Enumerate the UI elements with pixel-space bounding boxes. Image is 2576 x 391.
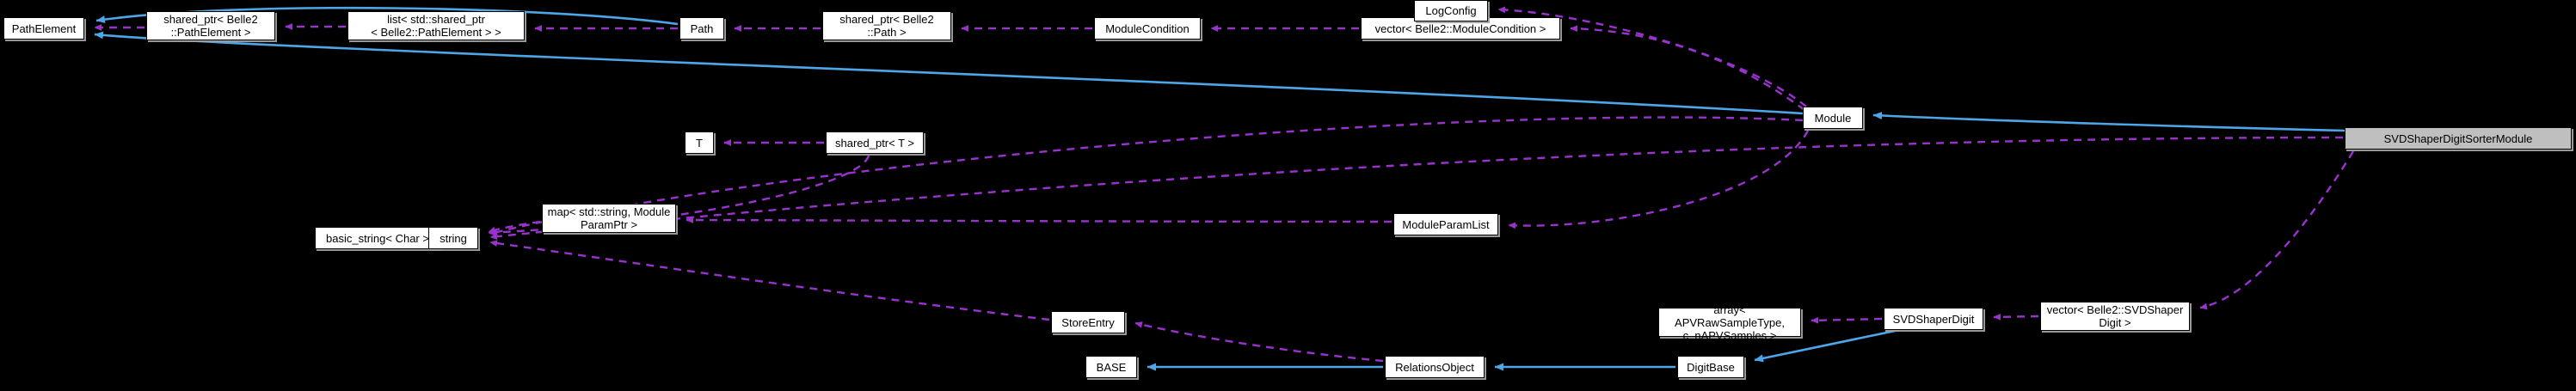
node-relations-object[interactable]: RelationsObject — [1385, 356, 1485, 378]
node-label: vector< Belle2::SVDShaper Digit > — [2046, 303, 2184, 329]
edge-module-inherits-pathelement — [94, 31, 1804, 115]
node-shared-ptr-path[interactable]: shared_ptr< Belle2 ::Path > — [822, 11, 951, 40]
edge-sorter-to-string — [489, 136, 2344, 241]
edge-svdshaperdigit-to-arrayapv — [1811, 316, 1883, 324]
node-svd-shaper-digit-sorter-module[interactable]: SVDShaperDigitSorterModule — [2345, 127, 2572, 150]
node-shared-ptr-t[interactable]: shared_ptr< T > — [826, 131, 924, 154]
node-label: SVDShaperDigit — [1892, 312, 1975, 326]
node-label: map< std::string, Module ParamPtr > — [547, 205, 671, 231]
node-module[interactable]: Module — [1803, 107, 1863, 129]
edge-svdshaperdigit-inherits-digitbase — [1754, 328, 1900, 363]
node-label: DigitBase — [1687, 360, 1735, 374]
node-label: shared_ptr< Belle2 ::Path > — [839, 13, 934, 39]
node-label: ModuleParamList — [1402, 217, 1490, 231]
node-path[interactable]: Path — [679, 17, 724, 40]
node-vector-svd-shaper-digit[interactable]: vector< Belle2::SVDShaper Digit > — [2040, 302, 2190, 331]
edge-string-to-storeentry — [489, 240, 1050, 321]
node-map-string-module-param-ptr[interactable]: map< std::string, Module ParamPtr > — [542, 204, 676, 233]
usage-edges — [94, 6, 2355, 363]
node-basic-string-char[interactable]: basic_string< Char > — [315, 227, 440, 249]
node-string[interactable]: string — [428, 227, 478, 249]
node-label: shared_ptr< T > — [834, 136, 915, 150]
edge-module-to-logconfig — [1497, 6, 1807, 107]
node-label: LogConfig — [1425, 4, 1477, 17]
edge-sorter-to-vecsvd — [2199, 150, 2355, 310]
node-label: RelationsObject — [1395, 360, 1474, 374]
node-label: array< APVRawSampleType, c_nAPVSamples > — [1675, 302, 1785, 342]
edge-module-to-vecmodulecondition — [1570, 25, 1805, 111]
node-label: Module — [1814, 111, 1852, 125]
node-module-param-list[interactable]: ModuleParamList — [1393, 213, 1498, 235]
node-digit-base[interactable]: DigitBase — [1677, 356, 1744, 378]
edge-sorter-inherits-module — [1872, 111, 2345, 132]
node-pathelement[interactable]: PathElement — [3, 17, 84, 40]
node-label: BASE — [1096, 360, 1127, 374]
node-list-shared-ptr-pathelement[interactable]: list< std::shared_ptr < Belle2::PathElem… — [347, 11, 525, 40]
node-module-condition[interactable]: ModuleCondition — [1094, 17, 1201, 40]
edge-storeentry-to-relationsobject — [1134, 321, 1384, 363]
node-svd-shaper-digit[interactable]: SVDShaperDigit — [1884, 308, 1983, 330]
node-vector-module-condition[interactable]: vector< Belle2::ModuleCondition > — [1361, 17, 1560, 40]
inheritance-edges — [94, 6, 2345, 371]
node-base[interactable]: BASE — [1085, 356, 1137, 378]
node-label: basic_string< Char > — [326, 231, 429, 245]
node-label: vector< Belle2::ModuleCondition > — [1374, 21, 1546, 35]
node-label: list< std::shared_ptr < Belle2::PathElem… — [371, 13, 501, 39]
edge-string-to-map — [488, 220, 541, 234]
node-label: T — [696, 136, 703, 150]
node-shared-ptr-pathelement[interactable]: shared_ptr< Belle2 ::PathElement > — [146, 11, 275, 40]
node-label: Path — [690, 21, 714, 35]
node-label: string — [440, 231, 467, 245]
node-label: shared_ptr< Belle2 ::PathElement > — [163, 13, 258, 39]
node-label: StoreEntry — [1061, 315, 1115, 329]
node-label: SVDShaperDigitSorterModule — [2383, 131, 2533, 145]
node-label: PathElement — [11, 21, 77, 35]
edge-vecsvd-to-svdshaperdigit — [1993, 313, 2039, 321]
edge-map-to-moduleparamlist — [685, 217, 1393, 223]
node-array-apv-raw-sample-type[interactable]: array< APVRawSampleType, c_nAPVSamples > — [1658, 303, 1801, 342]
node-label: ModuleCondition — [1105, 21, 1190, 35]
edge-moduleparamlist-to-module — [1508, 130, 1810, 229]
node-log-config[interactable]: LogConfig — [1414, 0, 1488, 21]
node-store-entry[interactable]: StoreEntry — [1051, 311, 1125, 333]
node-t[interactable]: T — [685, 131, 714, 154]
edge-string-to-module — [489, 116, 1804, 235]
